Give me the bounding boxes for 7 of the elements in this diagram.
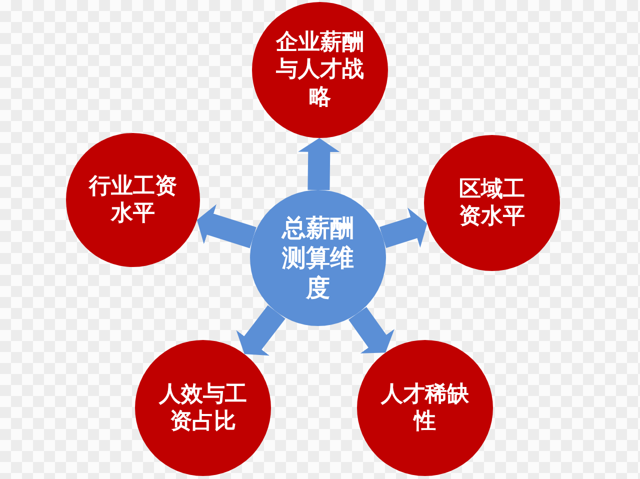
circle-label: 人效与工资占比: [158, 380, 248, 436]
circle-label: 行业工资水平: [88, 172, 178, 228]
circle-label: 总薪酬测算维度: [280, 213, 355, 303]
arrow: [298, 138, 340, 190]
circle-label: 企业薪酬与人才战略: [274, 28, 365, 112]
circle-label: 人才稀缺性: [380, 380, 470, 436]
circle-label: 区域工资水平: [458, 176, 526, 230]
